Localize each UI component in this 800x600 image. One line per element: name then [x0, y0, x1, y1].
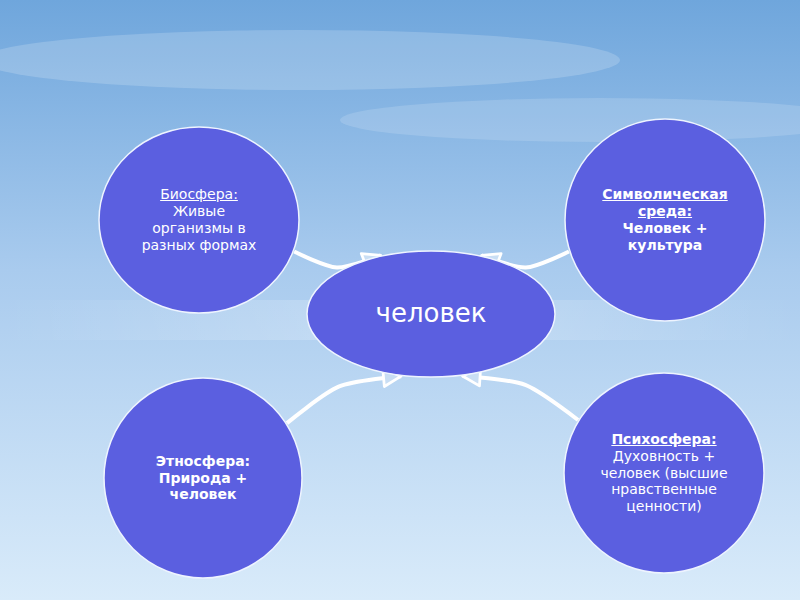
psychosphere-circle: Психосфера:Духовность + человек (высшие …	[563, 372, 765, 574]
biosphere-circle: Биосфера:Живые организмы в разных формах	[98, 126, 300, 314]
node-text: Человек + культура	[590, 220, 740, 254]
node-content: Символическая среда:Человек + культура	[564, 118, 766, 322]
node-text: Природа + человек	[138, 470, 268, 504]
node-content: Этносфера:Природа + человек	[103, 377, 303, 579]
node-fill	[565, 119, 765, 321]
node-heading: Этносфера:	[138, 453, 268, 470]
node-content: Биосфера:Живые организмы в разных формах	[98, 126, 300, 314]
arrow-connector	[462, 376, 578, 420]
node-content: Психосфера:Духовность + человек (высшие …	[563, 372, 765, 574]
symbolic-circle: Символическая среда:Человек + культура	[564, 118, 766, 322]
node-fill	[307, 251, 555, 377]
node-heading: Символическая среда:	[590, 186, 740, 220]
arrow-connector	[287, 376, 401, 423]
node-text: человек	[321, 298, 541, 329]
node-fill	[104, 378, 302, 578]
node-fill	[99, 127, 299, 313]
node-text: Живые организмы в разных формах	[139, 203, 259, 253]
human-ellipse: человек	[306, 250, 556, 378]
node-text: Духовность + человек (высшие нравственны…	[599, 448, 729, 515]
cloud	[340, 98, 800, 142]
node-content: человек	[306, 250, 556, 378]
cloud	[0, 30, 620, 90]
ethnosphere-circle: Этносфера:Природа + человек	[103, 377, 303, 579]
node-fill	[564, 373, 764, 573]
node-heading: Психосфера:	[599, 431, 729, 448]
node-heading: Биосфера:	[139, 186, 259, 203]
